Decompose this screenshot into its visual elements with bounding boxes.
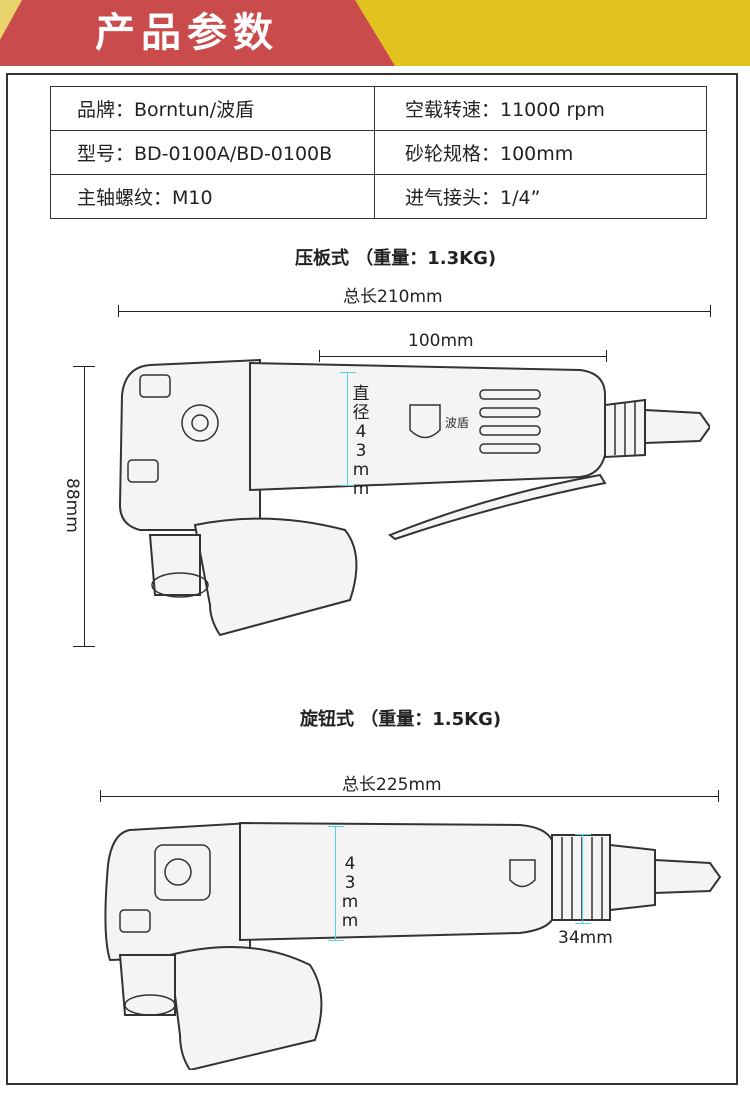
dim-tick: [575, 923, 591, 924]
dim-tick: [319, 350, 320, 362]
model-b-inlet-line: [582, 834, 583, 924]
model-b-total-length: 总长225mm: [342, 775, 442, 795]
spec-brand: 品牌：Borntun/波盾: [50, 86, 375, 131]
brand-logo-text: 波盾: [445, 416, 469, 430]
model-b-inlet-label: 34mm: [558, 928, 613, 948]
dim-tick: [118, 305, 119, 317]
dim-tick: [73, 646, 95, 647]
model-a-title: 压板式 （重量：1.3KG): [295, 248, 497, 269]
banner-title: 产品参数: [95, 10, 279, 56]
model-a-height-label: 88mm: [62, 478, 82, 533]
model-b-diameter-label: 43mm: [341, 854, 359, 931]
model-a-height-line: [84, 366, 85, 647]
dim-tick: [328, 826, 344, 827]
dim-tick: [73, 366, 95, 367]
dim-tick: [575, 834, 591, 835]
model-b-diameter-line: [335, 826, 336, 941]
table-row: 品牌：Borntun/波盾 空载转速：11000 rpm: [50, 86, 707, 131]
model-a-section-line: [319, 356, 607, 357]
model-a-section-length: 100mm: [408, 331, 474, 351]
model-a-diameter-label: 直径43mm: [352, 384, 370, 499]
spec-model: 型号：BD-0100A/BD-0100B: [50, 130, 375, 175]
header-banner: 产品参数: [0, 0, 750, 66]
spec-speed: 空载转速：11000 rpm: [374, 86, 707, 131]
banner-red-band: [0, 0, 395, 66]
model-a-length-line: [118, 311, 711, 312]
spec-thread: 主轴螺纹：M10: [50, 174, 375, 219]
dim-tick: [606, 350, 607, 362]
grinder-a-illustration: 波盾: [118, 358, 710, 637]
model-a-total-length: 总长210mm: [343, 287, 443, 307]
spec-inlet: 进气接头：1/4”: [374, 174, 707, 219]
dim-tick: [100, 790, 101, 802]
dim-tick: [340, 372, 356, 373]
table-row: 主轴螺纹：M10 进气接头：1/4”: [50, 174, 707, 219]
table-row: 型号：BD-0100A/BD-0100B 砂轮规格：100mm: [50, 130, 707, 175]
model-b-length-line: [100, 796, 719, 797]
spec-table: 品牌：Borntun/波盾 空载转速：11000 rpm 型号：BD-0100A…: [50, 86, 707, 219]
content-frame: [6, 73, 738, 1085]
dim-tick: [710, 305, 711, 317]
spec-wheel: 砂轮规格：100mm: [374, 130, 707, 175]
dim-tick: [718, 790, 719, 802]
dim-tick: [328, 940, 344, 941]
grinder-b-illustration: [104, 821, 722, 1070]
dim-tick: [340, 485, 356, 486]
model-a-diameter-line: [347, 372, 348, 486]
model-b-title: 旋钮式 （重量：1.5KG): [300, 709, 502, 730]
